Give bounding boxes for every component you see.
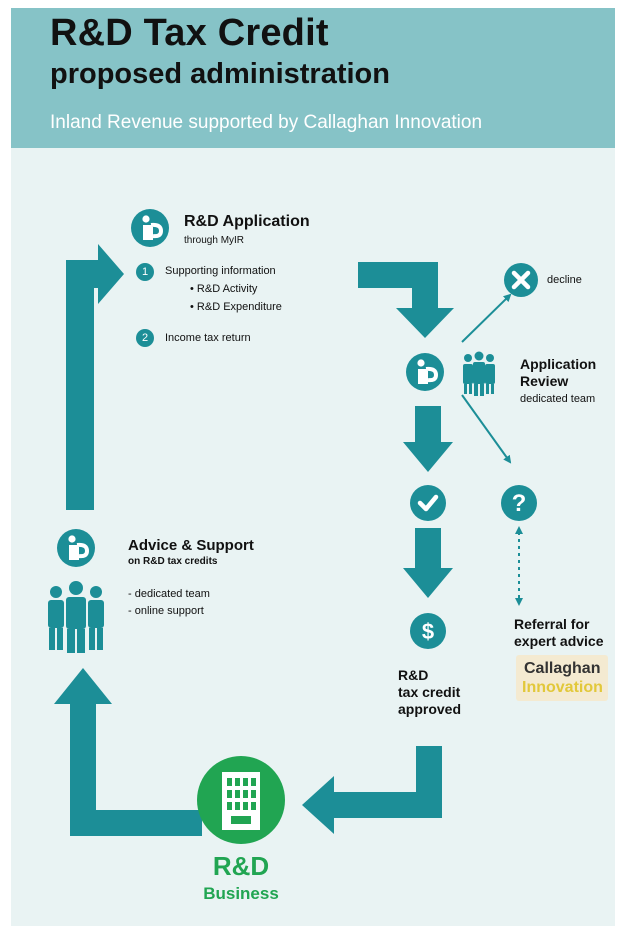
step-1-circle: [136, 263, 154, 281]
step-2-label: Income tax return: [165, 332, 251, 344]
building-icon: [197, 756, 285, 844]
advice-item-team: - dedicated team: [128, 588, 210, 600]
question-icon: ?: [501, 485, 537, 521]
advice-title: Advice & Support: [128, 537, 254, 554]
callaghan-innovation-logo: Callaghan Innovation: [516, 655, 608, 701]
step-1-number: 1: [141, 266, 149, 278]
dollar-icon: $: [410, 613, 446, 649]
approved-line2: tax credit: [398, 684, 461, 700]
page-title: R&D Tax Credit: [50, 12, 329, 54]
step-2-circle: [136, 329, 154, 347]
business-line2: Business: [203, 884, 279, 903]
review-title-line2: Review: [520, 373, 569, 389]
advice-subtitle: on R&D tax credits: [128, 556, 218, 567]
step-2-number: 2: [141, 332, 149, 344]
review-info-icon: [406, 353, 444, 391]
info-icon: [131, 209, 169, 247]
callaghan-logo-line2: Innovation: [522, 679, 603, 696]
svg-text:?: ?: [512, 490, 527, 517]
arrow-review-to-referral: [461, 394, 512, 464]
approved-line3: approved: [398, 701, 462, 717]
arrow-review-to-decline: [461, 293, 512, 343]
approved-line1: R&D: [398, 667, 429, 683]
page-title-line2: proposed administration: [50, 58, 390, 90]
svg-text:$: $: [422, 619, 434, 644]
application-title: R&D Application: [184, 213, 310, 230]
page-subtitle: Inland Revenue supported by Callaghan In…: [50, 112, 483, 133]
arrow-application-to-review: [358, 262, 454, 338]
advice-item-online: - online support: [128, 605, 204, 617]
decline-icon: [504, 263, 538, 297]
application-subtitle: through MyIR: [184, 235, 245, 246]
decline-label: decline: [547, 274, 582, 286]
team-icon: [463, 351, 495, 396]
review-subtitle: dedicated team: [520, 393, 596, 405]
advice-team-icon: [48, 581, 104, 653]
advice-info-icon: [57, 529, 95, 567]
referral-line1: Referral for: [514, 616, 590, 632]
arrow-check-to-dollar: [403, 528, 453, 598]
background-panel: [11, 8, 615, 926]
callaghan-logo-line1: Callaghan: [524, 660, 601, 677]
arrow-approved-to-business: [302, 746, 442, 834]
step-1-label: Supporting information: [165, 265, 276, 277]
referral-line2: expert advice: [514, 633, 604, 649]
header-banner: [11, 8, 615, 148]
arrow-review-to-check: [403, 406, 453, 472]
business-line1: R&D: [212, 851, 270, 881]
step-1-bullet-expenditure: • R&D Expenditure: [190, 301, 282, 313]
review-title-line1: Application: [520, 356, 597, 372]
check-icon: [410, 485, 446, 521]
step-1-bullet-activity: • R&D Activity: [190, 283, 258, 295]
arrow-to-application: [66, 244, 124, 510]
arrow-business-to-advice: [54, 668, 202, 836]
